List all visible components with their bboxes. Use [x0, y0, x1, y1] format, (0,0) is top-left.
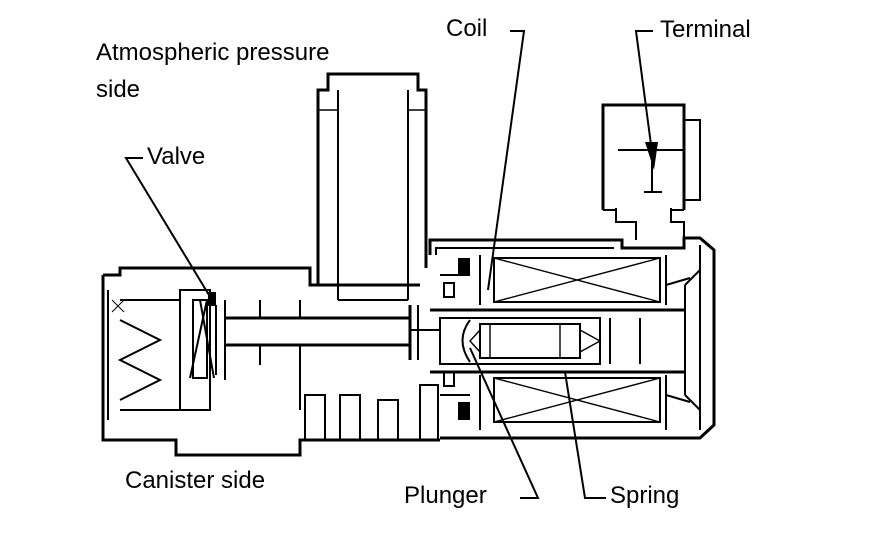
coil-leader-line — [487, 30, 526, 291]
lower-coil-winding — [493, 377, 661, 423]
solenoid-housing — [428, 236, 716, 440]
plunger-curve — [461, 319, 471, 363]
terminal-leader-line — [634, 30, 654, 161]
coil-label: Coil — [446, 15, 487, 42]
valve-label: Valve — [147, 143, 205, 170]
valve-body — [101, 72, 440, 457]
terminal-connector — [601, 103, 701, 240]
valve-leader-line — [124, 157, 213, 301]
canister-side-label: Canister side — [125, 467, 265, 494]
plunger-leader-line — [469, 347, 540, 499]
upper-coil-winding — [493, 257, 661, 303]
plunger-label: Plunger — [404, 482, 487, 509]
spring-leader-line — [564, 371, 606, 499]
spring-label: Spring — [610, 482, 679, 509]
atmospheric-label-line1: Atmospheric pressure — [96, 39, 329, 66]
spring-cup — [479, 323, 581, 359]
terminal-label: Terminal — [660, 16, 751, 43]
leader-lines — [124, 30, 658, 499]
atmospheric-label-line2: side — [96, 76, 140, 103]
